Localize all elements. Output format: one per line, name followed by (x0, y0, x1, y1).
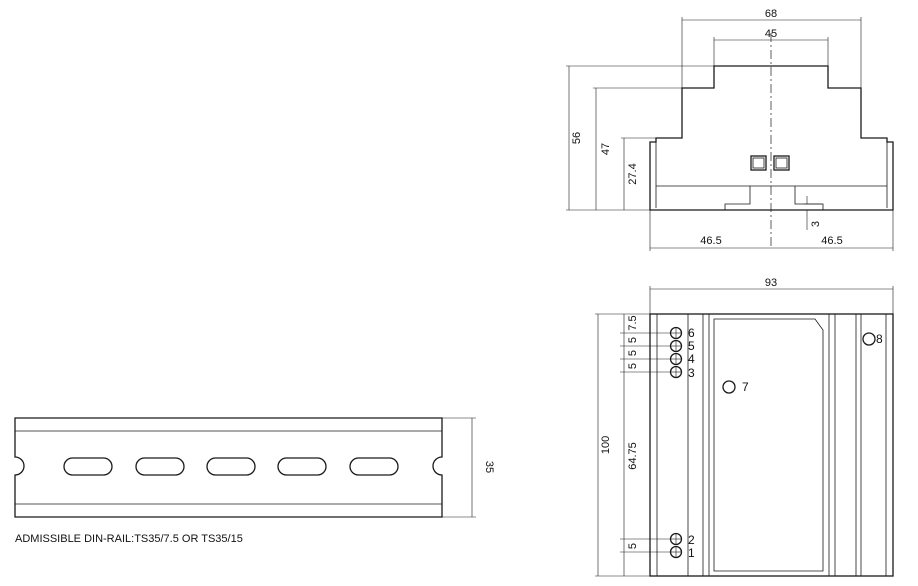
terminal-label-5: 5 (688, 339, 695, 353)
din-rail-slot (277, 457, 327, 476)
dim-465-right-label: 46.5 (821, 235, 842, 247)
terminal-label-3: 3 (688, 366, 695, 380)
din-rail-slot (63, 457, 113, 476)
label-panel (713, 318, 824, 572)
terminal-1 (669, 545, 683, 559)
latch-right (773, 155, 790, 171)
dim-3-label: 3 (810, 221, 822, 227)
top-housing-outline (649, 313, 894, 577)
led-indicator (722, 380, 736, 394)
din-rail-slot (135, 457, 185, 476)
terminal-5 (669, 339, 683, 353)
pitch-bottom-label: 5 (627, 543, 639, 549)
dim-35-label: 35 (483, 461, 495, 473)
voltage-adjust-pot (862, 332, 876, 346)
front-view: 68 45 56 47 27.4 3 46.5 46.5 (566, 8, 894, 251)
terminal-4 (669, 352, 683, 366)
pot-label: 8 (876, 332, 883, 346)
top-view: 6 5 4 3 2 1 7 8 93 100 7.5 5 5 5 64.75 5 (595, 277, 894, 577)
pitch-first-label: 7.5 (627, 315, 639, 330)
terminal-label-4: 4 (688, 352, 695, 366)
housing-outline (649, 65, 894, 211)
dim-274-label: 27.4 (627, 163, 639, 184)
terminal-2 (669, 532, 683, 546)
latch-left-inner (752, 157, 765, 169)
dim-56-label: 56 (571, 132, 583, 144)
din-rail-note: ADMISSIBLE DIN-RAIL:TS35/7.5 OR TS35/15 (15, 533, 243, 545)
latch-left (750, 155, 767, 171)
dim-47-label: 47 (600, 143, 612, 155)
latch-right-inner (775, 157, 788, 169)
din-rail-view: 35 ADMISSIBLE DIN-RAIL:TS35/7.5 OR TS35/… (14, 417, 495, 545)
terminal-label-2: 2 (688, 533, 695, 547)
terminal-label-1: 1 (688, 546, 695, 560)
din-rail-outline (14, 417, 443, 518)
pitch-gap-label: 64.75 (627, 442, 639, 470)
din-rail-slot (206, 457, 256, 476)
led-label: 7 (742, 380, 749, 394)
dim-45-label: 45 (765, 28, 777, 40)
din-rail-slot (349, 457, 399, 476)
pitch-label: 5 (627, 337, 639, 343)
dim-68-label: 68 (765, 8, 777, 20)
dim-465-left-label: 46.5 (700, 235, 721, 247)
pitch-label: 5 (627, 350, 639, 356)
terminal-3 (669, 365, 683, 379)
pitch-label: 5 (627, 363, 639, 369)
terminal-label-6: 6 (688, 326, 695, 340)
terminal-6 (669, 326, 683, 340)
rail-clip (724, 186, 824, 210)
dim-100-label: 100 (600, 436, 612, 454)
dim-93-label: 93 (765, 277, 777, 289)
